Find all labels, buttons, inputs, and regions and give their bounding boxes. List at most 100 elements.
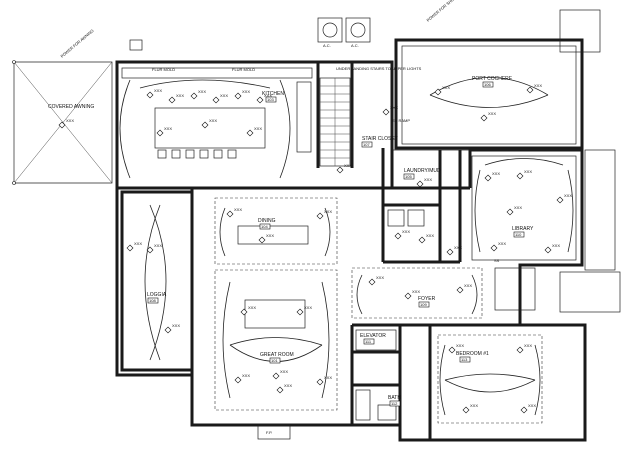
covered-awning-label: COVERED AWNING xyxy=(48,104,94,110)
library-label: LIBRARY xyxy=(512,226,534,232)
light-fixture-icon xyxy=(434,88,442,96)
port-cochere-room: PORT COCHERE 106 POWER FOR SHUTTERS A.C.… xyxy=(317,0,577,145)
stair-closet-number: 107 xyxy=(363,142,370,147)
fixture-tag: XXX xyxy=(534,83,542,88)
laundry-label: LAUNDRY/MUD xyxy=(404,168,441,174)
fixture-tag: XXX xyxy=(456,343,464,348)
light-fixture-icon xyxy=(456,286,464,294)
fixture-tag: XXX xyxy=(376,275,384,280)
light-fixture-icon xyxy=(448,346,456,354)
light-fixture-icon xyxy=(126,244,134,252)
dining-room: DINING 104 xyxy=(214,197,338,265)
fluor-note-1: FLUR MOLD xyxy=(152,67,175,72)
ev-ramp-note: EV RAMP xyxy=(392,118,410,123)
laundry-room: LAUNDRY/MUD 105 STAIR CLOSET 107 EV RAMP xyxy=(361,118,441,227)
covered-awning: COVERED AWNING POWER FOR AWNING xyxy=(12,28,113,185)
light-fixture-icon xyxy=(480,114,488,122)
foyer-number: 109 xyxy=(420,302,427,307)
fixture-tag: XXX xyxy=(402,229,410,234)
light-fixture-icon xyxy=(226,210,234,218)
light-fixture-icon xyxy=(556,196,564,204)
interior-walls xyxy=(190,62,520,440)
port-cochere-label: PORT COCHERE xyxy=(472,76,513,82)
port-cochere-number: 106 xyxy=(484,82,491,87)
light-fixture-icon xyxy=(168,96,176,104)
light-fixture-icon xyxy=(296,308,304,316)
fixture-tag: XXX xyxy=(528,403,536,408)
loggia-label: LOGGIA xyxy=(147,292,167,298)
great-room-label: GREAT ROOM xyxy=(260,352,294,358)
great-room: GREAT ROOM 101 F.P. xyxy=(214,269,338,440)
light-fixture-icon xyxy=(404,292,412,300)
fixture-tag: XXX xyxy=(304,305,312,310)
bath-label: BATH xyxy=(388,395,401,401)
light-fixture-icon xyxy=(416,180,424,188)
light-fixture-icon xyxy=(490,244,498,252)
light-fixtures: XXX XXX XXX XXX XXX XXX XXX XXX XXX XXX XXX XXX XXX X… xyxy=(58,83,572,414)
light-fixture-icon xyxy=(58,121,66,129)
fixture-tag: XXX xyxy=(552,243,560,248)
light-fixture-icon xyxy=(382,108,390,116)
power-awning-note: POWER FOR AWNING xyxy=(59,28,94,59)
light-fixture-icon xyxy=(316,378,324,386)
fixture-tag: XXX xyxy=(66,118,74,123)
kitchen-room: FLUR MOLD FLUR MOLD KITCHEN 103 xyxy=(119,67,313,179)
stairs: UNDER LANDING STAIRS TO UPPER LIGHTS xyxy=(319,66,422,167)
fixture-tag: XXX xyxy=(324,375,332,380)
fixture-tag: XXX xyxy=(514,205,522,210)
bath-room: BATH 112 xyxy=(355,389,401,421)
loggia-room: LOGGIA 108 xyxy=(144,204,167,361)
light-fixture-icon xyxy=(156,129,164,137)
fixture-tag: XXX xyxy=(524,169,532,174)
under-landing-note: UNDER LANDING STAIRS TO UPPER LIGHTS xyxy=(336,66,422,71)
light-fixture-icon xyxy=(201,121,209,129)
fixture-tag: XXX xyxy=(154,243,162,248)
bedroom-label: BEDROOM #1 xyxy=(456,351,489,357)
fixture-tag: XXX xyxy=(254,126,262,131)
light-fixture-icon xyxy=(516,346,524,354)
fixture-tag: XXX xyxy=(464,283,472,288)
fixture-tag: XXX xyxy=(242,373,250,378)
fixture-tag: XXX xyxy=(390,105,398,110)
ac-note-1: A.C. xyxy=(323,43,331,48)
ss-note: SS xyxy=(494,258,500,263)
elevator-room: ELEVATOR 111 xyxy=(355,329,397,351)
fixture-tag: XXX xyxy=(424,177,432,182)
light-fixture-icon xyxy=(164,326,172,334)
light-fixture-icon xyxy=(240,308,248,316)
light-fixture-icon xyxy=(462,406,470,414)
light-fixture-icon xyxy=(484,174,492,182)
fixture-tag: XXX xyxy=(164,126,172,131)
light-fixture-icon xyxy=(368,278,376,286)
ac-note-2: A.C. xyxy=(351,43,359,48)
light-fixture-icon xyxy=(446,248,454,256)
stair-closet-label: STAIR CLOSET xyxy=(362,136,398,142)
bath-number: 112 xyxy=(391,401,398,406)
light-fixture-icon xyxy=(246,129,254,137)
fixture-tag: XXX xyxy=(280,369,288,374)
light-fixture-icon xyxy=(526,86,534,94)
fixture-tag: XXX xyxy=(242,89,250,94)
dining-number: 104 xyxy=(261,224,268,229)
bedroom-number: 113 xyxy=(461,357,468,362)
fixture-tag: XXX xyxy=(134,241,142,246)
kitchen-label: KITCHEN xyxy=(262,91,284,97)
light-fixture-icon xyxy=(394,232,402,240)
fixture-tag: XXX xyxy=(220,93,228,98)
light-fixture-icon xyxy=(258,236,266,244)
fixture-tag: XXX xyxy=(470,403,478,408)
fixture-tag: XXX xyxy=(488,111,496,116)
library-room: LIBRARY 110 SS xyxy=(471,155,577,263)
laundry-number: 105 xyxy=(405,174,412,179)
great-room-number: 101 xyxy=(271,358,278,363)
exterior-walls xyxy=(115,38,587,442)
power-shutters-note: POWER FOR SHUTTERS xyxy=(425,0,465,23)
light-fixture-icon xyxy=(146,246,154,254)
fixture-tag: XXX xyxy=(264,93,272,98)
light-fixture-icon xyxy=(190,92,198,100)
elevator-label: ELEVATOR xyxy=(360,333,386,339)
fixture-tag: XXX xyxy=(154,88,162,93)
fixture-tag: XXX xyxy=(426,233,434,238)
loggia-number: 108 xyxy=(149,298,156,303)
